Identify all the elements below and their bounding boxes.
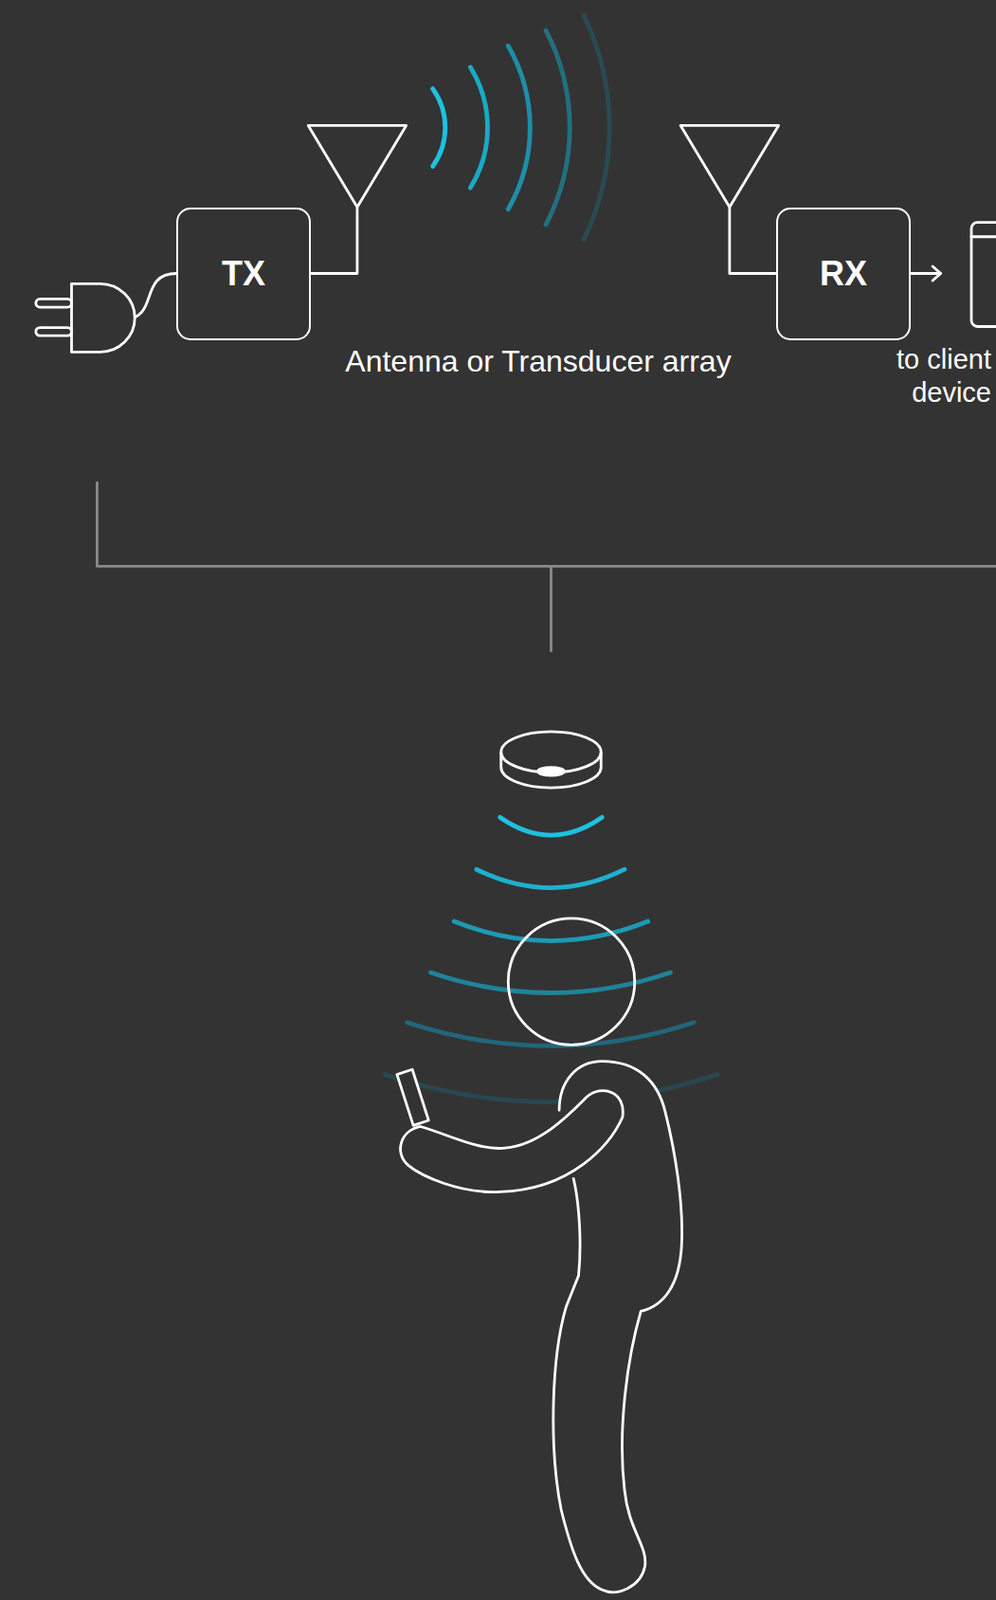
phone-icon (971, 222, 996, 327)
handheld-device (397, 1068, 429, 1125)
wave (545, 30, 570, 225)
person-arm (400, 1090, 624, 1193)
wave (470, 67, 488, 188)
phone-icon (971, 235, 996, 238)
wave (476, 869, 625, 888)
output-arrow (909, 266, 941, 281)
wave (583, 15, 610, 240)
rx-antenna (680, 125, 779, 273)
box-label: TX (221, 253, 266, 294)
tx-antenna (307, 125, 406, 273)
process-box: RX (776, 207, 911, 341)
ceiling-emitter (501, 751, 602, 788)
wave-group (433, 15, 611, 240)
output-label: to client device (849, 343, 992, 410)
emitter-dot (537, 767, 564, 777)
wave (500, 816, 603, 835)
process-box: TX (176, 207, 311, 341)
antenna-label: Antenna or Transducer array (339, 343, 738, 380)
plug-prong (36, 327, 73, 337)
plug-prong (36, 298, 73, 308)
power-plug (72, 283, 136, 352)
person-head (507, 918, 634, 1045)
box-label: RX (819, 253, 868, 294)
wave (433, 89, 446, 167)
power-cord (134, 273, 177, 318)
bracket (96, 482, 996, 652)
wave (507, 45, 530, 209)
wave (384, 1074, 718, 1103)
